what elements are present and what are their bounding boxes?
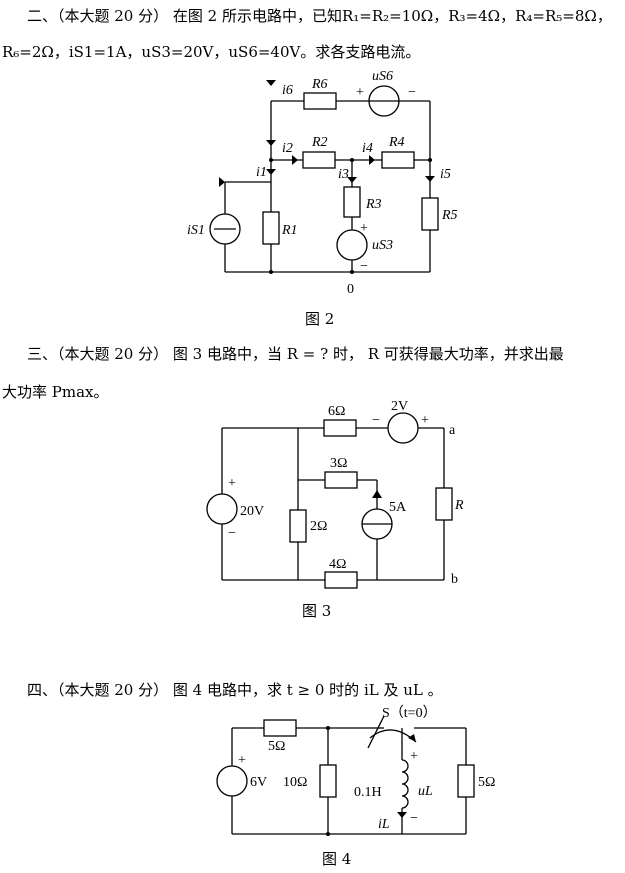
label-R1: R1 <box>281 223 298 238</box>
label-switch: S（t=0） <box>382 705 437 721</box>
label-uS3-plus: + <box>360 221 368 236</box>
resistor-5ohm-right <box>457 764 475 798</box>
label-0.1H: 0.1H <box>354 785 382 800</box>
resistor-5ohm-top <box>263 719 297 737</box>
label-6ohm: 6Ω <box>328 404 345 419</box>
label-6V: 6V <box>250 775 267 790</box>
q3-line2: 大功率 Pmax。 <box>2 383 109 401</box>
label-node-b: b <box>451 572 458 587</box>
label-4ohm: 4Ω <box>329 557 346 572</box>
label-R4: R4 <box>388 135 405 150</box>
label-2V-plus: + <box>421 413 429 428</box>
label-i6: i6 <box>282 83 293 98</box>
figure-2-caption: 图 2 <box>305 310 335 328</box>
switch-S <box>367 715 385 749</box>
label-iS1: iS1 <box>187 223 205 238</box>
label-uS6-plus: + <box>356 85 364 100</box>
figure-3-caption: 图 3 <box>302 602 332 620</box>
inductor-L <box>401 759 409 809</box>
label-node0: 0 <box>347 282 354 297</box>
resistor-10ohm <box>319 764 337 798</box>
label-5ohm-top: 5Ω <box>268 739 285 754</box>
label-i1: i1 <box>256 165 267 180</box>
label-node-a: a <box>449 423 456 438</box>
q3-line1: 三、（本大题 20 分） 图 3 电路中，当 R = ? 时， R 可获得最大功… <box>27 345 564 363</box>
label-i3: i3 <box>338 167 349 182</box>
label-i5: i5 <box>440 167 451 182</box>
label-2V-minus: − <box>372 413 380 428</box>
label-uL-minus: − <box>410 811 418 826</box>
q2-line2: R₆=2Ω，iS1=1A，uS3=20V，uS6=40V。求各支路电流。 <box>2 43 421 61</box>
label-3ohm: 3Ω <box>330 456 347 471</box>
label-5ohm-right: 5Ω <box>478 775 495 790</box>
label-uS6: uS6 <box>372 69 393 84</box>
label-i2: i2 <box>282 141 293 156</box>
label-uS3-minus: − <box>360 259 368 274</box>
q4-line1: 四、（本大题 20 分） 图 4 电路中，求 t ≥ 0 时的 iL 及 uL … <box>27 681 443 699</box>
label-R6: R6 <box>311 77 328 92</box>
label-uS6-minus: − <box>408 85 416 100</box>
q2-line1: 二、（本大题 20 分） 在图 2 所示电路中，已知R₁=R₂=10Ω，R₃=4… <box>27 7 612 25</box>
figure-4-caption: 图 4 <box>322 850 352 868</box>
label-uS3: uS3 <box>372 238 393 253</box>
label-R3: R3 <box>365 197 382 212</box>
label-5A: 5A <box>389 500 407 515</box>
label-20V: 20V <box>240 504 264 519</box>
label-10ohm: 10Ω <box>283 775 307 790</box>
source-6V <box>216 765 248 797</box>
label-6V-plus: + <box>238 753 246 768</box>
label-2V: 2V <box>391 399 408 414</box>
label-R2: R2 <box>311 135 328 150</box>
label-iL: iL <box>378 817 390 832</box>
label-R5: R5 <box>441 208 458 223</box>
label-20V-minus: − <box>228 526 236 541</box>
label-uL-plus: + <box>410 749 418 764</box>
label-R: R <box>454 498 464 513</box>
label-20V-plus: + <box>228 476 236 491</box>
label-uL: uL <box>418 784 433 799</box>
label-i4: i4 <box>362 141 373 156</box>
label-2ohm: 2Ω <box>310 519 327 534</box>
